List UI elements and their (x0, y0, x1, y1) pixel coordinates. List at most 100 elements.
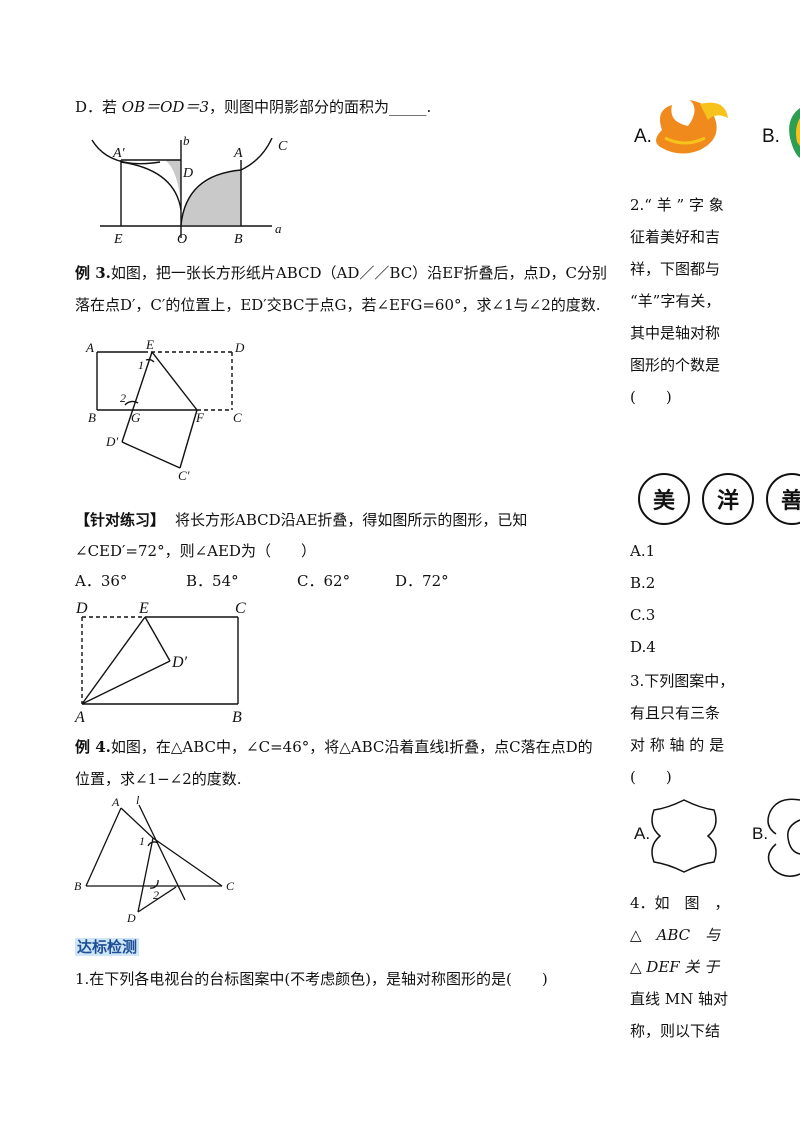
example-4-line-2: 位置，求∠1−∠2的度数. (75, 770, 242, 788)
fig1-curve-right (240, 137, 273, 171)
fig4-label-2: 2 (153, 888, 159, 902)
fig1-label-b: B (234, 232, 243, 247)
fig4-line-d-bottom (137, 886, 177, 913)
fig2-fold-ef (151, 351, 198, 411)
question-d-expr: OB＝OD＝3 (121, 98, 209, 116)
fig4-angle-2 (149, 879, 159, 889)
practice-line-2: ∠CED′=72°，则∠AED为（ ） (75, 542, 316, 560)
practice-option-a[interactable]: A．36° (75, 572, 128, 590)
fig1-label-c: C (278, 139, 288, 154)
q4-line-2: △ ABC 与 (630, 926, 721, 944)
shape-b-top-arc (767, 798, 800, 835)
logo-b-green-ring (789, 108, 800, 158)
fig4-fold-line-l (138, 804, 186, 901)
q2-line-7: ( ) (630, 388, 672, 406)
q2-line-2: 征着美好和吉 (630, 228, 721, 246)
practice-text-1: 将长方形ABCD沿AE折叠，得如图所示的图形，已知 (175, 511, 528, 529)
fig2-label-g: G (131, 410, 141, 425)
fig3-label-a: A (74, 709, 85, 726)
fig2-label-c1: C′ (178, 468, 190, 483)
fig1-arc-left (120, 161, 182, 211)
practice-option-c[interactable]: C．62° (297, 572, 351, 590)
fig3-label-b: B (232, 709, 242, 726)
fig4-label-d: D (126, 911, 136, 925)
fig4-label-c: C (226, 879, 235, 893)
fig4-angle-1 (147, 841, 159, 847)
q2-option-a[interactable]: A.1 (630, 542, 656, 560)
q4-line-1: 4．如 图 ， (630, 894, 730, 912)
fig2-label-2: 2 (120, 391, 126, 405)
practice-option-b[interactable]: B．54° (186, 572, 239, 590)
fig2-line-d1c1 (121, 441, 181, 469)
q2-line-4: “羊”字有关， (630, 292, 721, 310)
shape-b-middle-arc (787, 819, 800, 855)
fig1-label-a-axis: a (275, 221, 282, 236)
fig2-label-d: D (234, 340, 245, 355)
q2-option-b[interactable]: B.2 (630, 574, 656, 592)
q2-option-d[interactable]: D.4 (630, 638, 656, 656)
shape-label-a[interactable]: A. (634, 824, 651, 843)
fig3-line-ad1 (81, 660, 171, 705)
fig4-label-a: A (111, 795, 120, 809)
fig1-curve-left (91, 139, 161, 165)
fig3-label-d1: D′ (171, 654, 188, 671)
fig3-fold-ae (81, 616, 146, 705)
fig2-label-f: F (195, 410, 205, 425)
fig4-line-d-top (137, 837, 154, 913)
q4-line-4: 直线 MN 轴对 (630, 990, 729, 1008)
fig2-angle-2 (124, 400, 139, 406)
question-1: 1.在下列各电视台的台标图案中(不考虑颜色)，是轴对称图形的是( ) (75, 970, 548, 988)
example-4-heading: 例 4. (75, 738, 111, 756)
question-d-suffix: ，则图中阴影部分的面积为_____. (209, 98, 432, 116)
fig4-side-ac-top (120, 807, 154, 839)
fig1-label-d: D (182, 166, 193, 181)
fig3-label-d: D (75, 600, 88, 617)
fig2-angle-1 (145, 358, 155, 363)
fig2-line-ed1 (121, 351, 153, 443)
example-3-line-2: 落在点D′，C′的位置上，ED′交BC于点G，若∠EFG=60°，求∠1与∠2的… (75, 296, 601, 314)
q2-option-c[interactable]: C.3 (630, 606, 656, 624)
fig2-label-c: C (233, 410, 242, 425)
example-4-text-1: 如图，在△ABC中，∠C=46°，将△ABC沿着直线l折叠，点C落在点D的 (110, 738, 593, 756)
fig1-label-o: O (177, 232, 187, 247)
example-3-heading: 例 3. (75, 264, 111, 282)
fig1-shading (121, 160, 241, 225)
fig2-label-d1: D′ (105, 434, 118, 449)
fig4-label-l: l (136, 793, 140, 807)
q2-line-6: 图形的个数是 (630, 356, 721, 374)
logo-label-b[interactable]: B. (762, 126, 780, 147)
practice-option-d[interactable]: D．72° (395, 572, 449, 590)
q2-line-3: 祥，下图都与 (630, 260, 721, 278)
question-d-line: D．若 OB＝OD＝3，则图中阴影部分的面积为_____. (75, 98, 431, 116)
q3-line-3: 对 称 轴 的 是 (630, 736, 725, 754)
fig3-line-ed1 (144, 616, 171, 662)
fig1-label-b-axis: b (183, 133, 190, 148)
fig2-label-e: E (145, 337, 154, 352)
fig3-label-c: C (235, 600, 246, 617)
practice-line-1: 【针对练习】将长方形ABCD沿AE折叠，得如图所示的图形，已知 (75, 511, 527, 529)
logo-b-yellow-core (796, 118, 800, 146)
example-4-line-1: 例 4.如图，在△ABC中，∠C=46°，将△ABC沿着直线l折叠，点C落在点D… (75, 738, 593, 756)
logo-label-a[interactable]: A. (634, 126, 652, 147)
char-circle-yang: 洋 (702, 473, 754, 525)
question-d-prefix: D．若 (75, 98, 122, 116)
shape-label-b[interactable]: B. (752, 824, 769, 843)
logo-a-highlight (664, 136, 706, 145)
q4-line-3: △ DEF 关 于 (630, 958, 720, 976)
example-3-text-1: 如图，把一张长方形纸片ABCD（AD／／BC）沿EF折叠后，点D，C分别 (110, 264, 608, 282)
fig4-label-1: 1 (139, 834, 145, 848)
shape-b-bottom-arc (767, 843, 800, 877)
section-title-text: 达标检测 (75, 938, 140, 956)
q3-line-2: 有且只有三条 (630, 704, 721, 722)
section-title: 达标检测 (75, 938, 140, 956)
shape-a-outline (651, 799, 717, 873)
fig4-side-ab (85, 807, 122, 887)
